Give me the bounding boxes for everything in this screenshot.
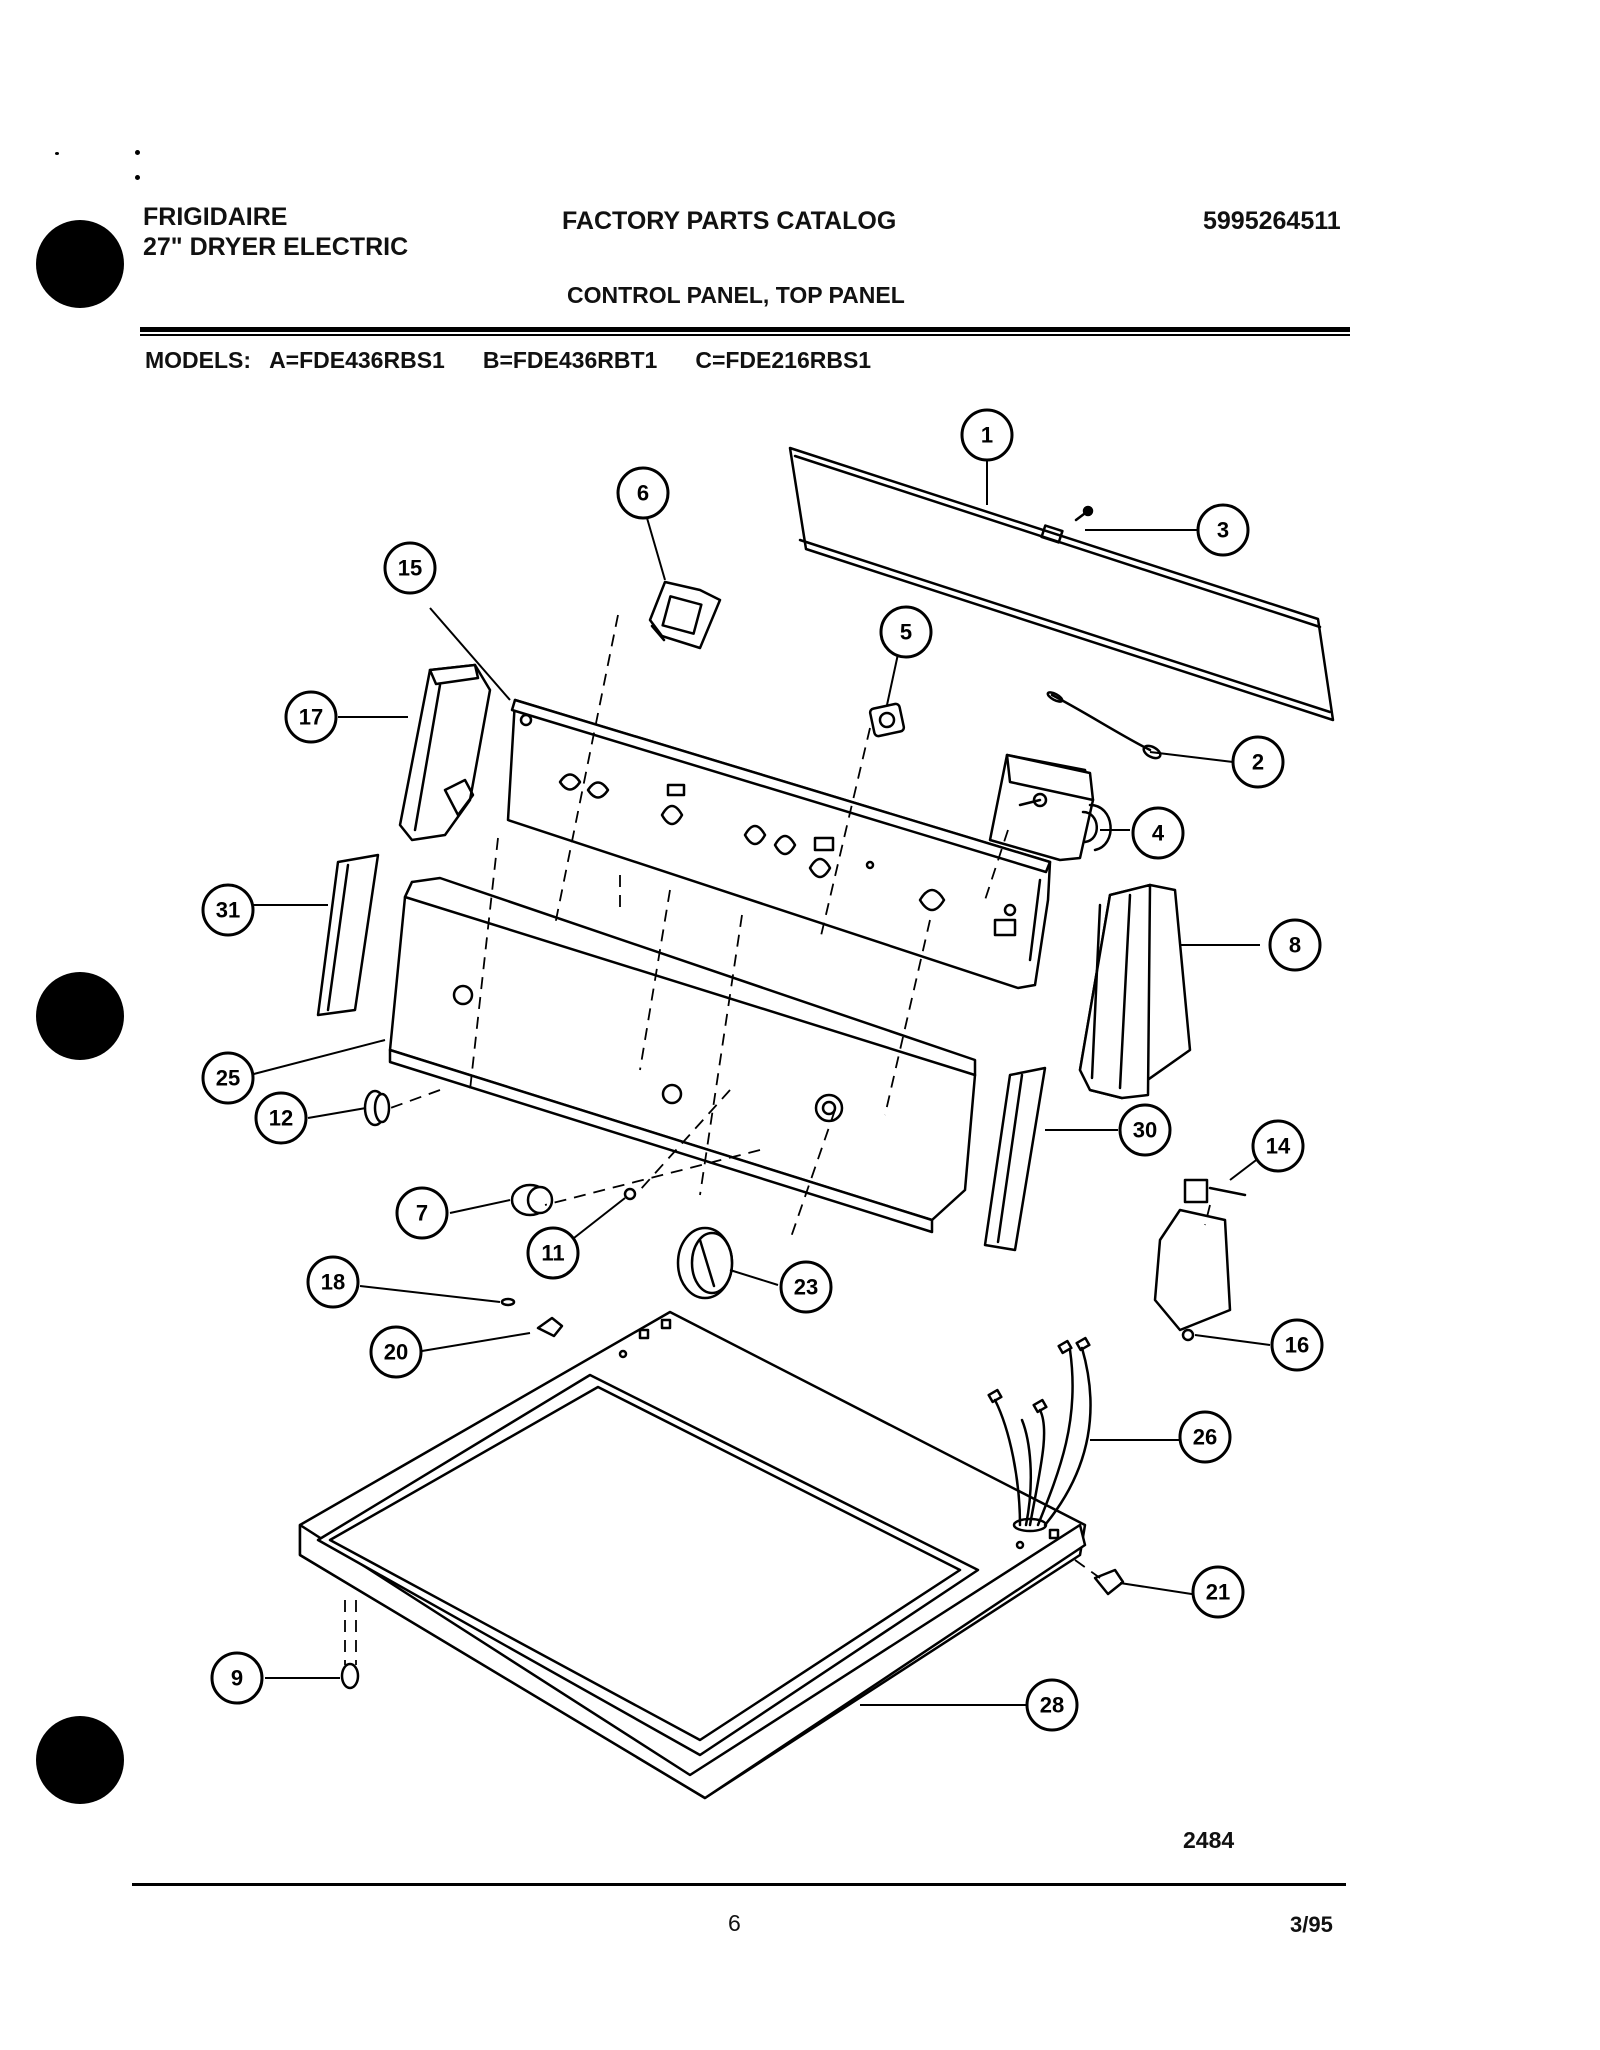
callout-label: 20 — [384, 1340, 408, 1365]
part-left-trim — [316, 853, 380, 1017]
scan-speck — [135, 150, 140, 155]
callout-label: 30 — [1133, 1118, 1157, 1143]
page-number: 6 — [728, 1910, 741, 1936]
callout-30 — [1118, 1103, 1172, 1157]
callout-23 — [779, 1260, 833, 1314]
header-rule-thin — [140, 334, 1350, 336]
callout-label: 6 — [637, 481, 649, 506]
binder-hole-middle — [36, 972, 124, 1060]
part-terminal-block — [1153, 1178, 1247, 1342]
binder-hole-top — [36, 220, 124, 308]
part-screw-11 — [623, 1187, 637, 1201]
callout-label: 26 — [1193, 1425, 1217, 1450]
callout-label: 31 — [216, 898, 240, 923]
callout-31 — [201, 883, 255, 937]
part-strain-relief — [1093, 1568, 1125, 1596]
callout-8 — [1268, 918, 1322, 972]
part-top-panel — [298, 1310, 1087, 1800]
callout-label: 28 — [1040, 1693, 1064, 1718]
callout-6 — [616, 466, 670, 520]
part-control-panel — [506, 698, 1052, 990]
callout-label: 21 — [1206, 1580, 1230, 1605]
callout-label: 12 — [269, 1106, 293, 1131]
brand-name: FRIGIDAIRE — [143, 203, 288, 231]
model-c: C=FDE216RBS1 — [695, 347, 872, 373]
callout-26 — [1178, 1410, 1232, 1464]
figure-number: 2484 — [1183, 1827, 1235, 1853]
callout-label: 1 — [981, 423, 993, 448]
callout-label: 8 — [1289, 933, 1301, 958]
product-name: 27" DRYER ELECTRIC — [143, 233, 409, 261]
model-a: A=FDE436RBS1 — [269, 347, 445, 373]
part-screw-9 — [340, 1662, 360, 1690]
part-rear-panel — [788, 446, 1335, 722]
callout-7 — [395, 1186, 449, 1240]
part-switch-6 — [648, 580, 722, 650]
callout-12 — [254, 1091, 308, 1145]
callout-1 — [960, 408, 1014, 462]
revision-date: 3/95 — [1290, 1912, 1333, 1937]
callout-9 — [210, 1651, 264, 1705]
callout-14 — [1251, 1119, 1305, 1173]
callout-18 — [306, 1255, 360, 1309]
callout-label: 11 — [541, 1241, 564, 1266]
callout-label: 25 — [216, 1066, 240, 1091]
section-title: CONTROL PANEL, TOP PANEL — [567, 282, 905, 308]
scan-speck — [55, 152, 59, 155]
callout-label: 18 — [321, 1270, 345, 1295]
callout-label: 23 — [794, 1275, 818, 1300]
part-button-7 — [510, 1183, 554, 1217]
catalog-number: 5995264511 — [1203, 207, 1341, 235]
callout-label: 3 — [1217, 518, 1229, 543]
footer-rule — [132, 1883, 1346, 1886]
part-clip-20 — [536, 1316, 564, 1338]
callout-17 — [284, 690, 338, 744]
callout-label: 2 — [1252, 750, 1264, 775]
callout-11 — [526, 1226, 580, 1280]
callout-3 — [1196, 503, 1250, 557]
callout-2 — [1231, 735, 1285, 789]
callout-label: 9 — [231, 1666, 243, 1691]
part-right-trim — [983, 1066, 1047, 1252]
callout-label: 4 — [1152, 821, 1165, 846]
binder-hole-bottom — [36, 1716, 124, 1804]
callout-4 — [1131, 806, 1185, 860]
part-timer — [988, 753, 1112, 862]
part-timer-knob — [676, 1226, 734, 1300]
callout-15 — [383, 541, 437, 595]
models-line: MODELS: A=FDE436RBS1 B=FDE436RBT1 C=FDE2… — [145, 347, 871, 374]
part-clip — [1074, 505, 1094, 522]
callout-25 — [201, 1051, 255, 1105]
callout-label: 14 — [1266, 1134, 1291, 1159]
catalog-title: FACTORY PARTS CATALOG — [562, 207, 897, 235]
part-wire-harness-small — [1046, 691, 1162, 760]
callout-label: 7 — [416, 1201, 428, 1226]
header-rule-thick — [140, 327, 1350, 332]
callout-5 — [879, 605, 933, 659]
scan-speck — [135, 175, 140, 180]
part-console-front — [388, 876, 977, 1234]
callout-label: 15 — [398, 556, 422, 581]
callout-label: 17 — [299, 705, 323, 730]
callout-label: 16 — [1285, 1333, 1309, 1358]
callout-20 — [369, 1325, 423, 1379]
callout-28 — [1025, 1678, 1079, 1732]
callout-label: 5 — [900, 620, 912, 645]
callout-16 — [1270, 1318, 1324, 1372]
model-b: B=FDE436RBT1 — [482, 347, 658, 373]
callout-21 — [1191, 1565, 1245, 1619]
part-screw-18 — [500, 1297, 516, 1307]
part-knob-12 — [363, 1089, 391, 1127]
part-switch-5 — [868, 702, 906, 738]
models-label: MODELS: — [145, 347, 252, 373]
part-right-end-cap — [1078, 883, 1192, 1100]
part-left-end-cap — [398, 663, 492, 842]
part-wire-harness-26 — [987, 1336, 1092, 1533]
